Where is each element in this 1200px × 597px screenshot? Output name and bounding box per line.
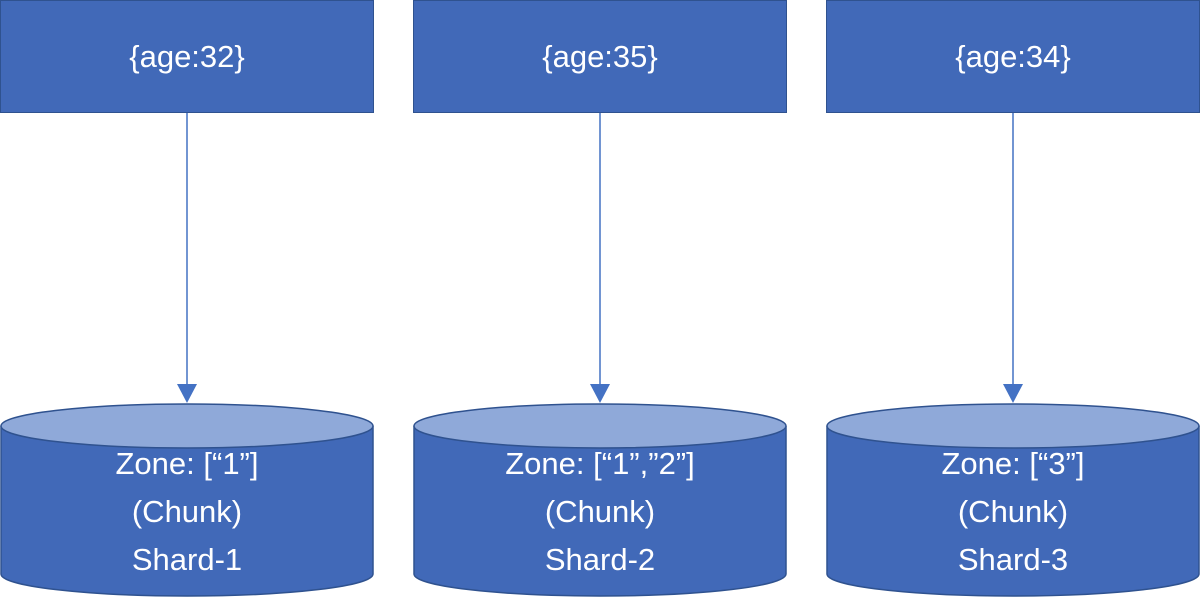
document-box-3: {age:34}: [826, 0, 1200, 113]
document-box-2: {age:35}: [413, 0, 787, 113]
shard-zone-2: Zone: [“1”,”2”]: [505, 446, 695, 481]
shard-label-1: Zone: [“1”] (Chunk) Shard-1: [0, 440, 374, 584]
shard-cylinder-3: [826, 403, 1200, 597]
shard-name-1: Shard-1: [131, 542, 243, 577]
shard-label-3: Zone: [“3”] (Chunk) Shard-3: [826, 440, 1200, 584]
shard-name-3: Shard-3: [957, 542, 1069, 577]
shard-chunk-3: (Chunk): [957, 494, 1069, 529]
shard-zone-3: Zone: [“3”]: [941, 446, 1085, 481]
shard-chunk-1: (Chunk): [131, 494, 243, 529]
arrowhead-2: [590, 384, 610, 403]
shard-chunk-2: (Chunk): [544, 494, 656, 529]
arrowhead-3: [1003, 384, 1023, 403]
document-label-1: {age:32}: [129, 38, 245, 74]
shard-zone-1: Zone: [“1”]: [115, 446, 259, 481]
arrowhead-1: [177, 384, 197, 403]
document-label-2: {age:35}: [542, 38, 658, 74]
shard-name-2: Shard-2: [544, 542, 656, 577]
document-label-3: {age:34}: [955, 38, 1071, 74]
document-box-1: {age:32}: [0, 0, 374, 113]
shard-label-2: Zone: [“1”,”2”] (Chunk) Shard-2: [413, 440, 787, 584]
shard-cylinder-1: [0, 403, 374, 597]
shard-cylinder-2: [413, 403, 787, 597]
